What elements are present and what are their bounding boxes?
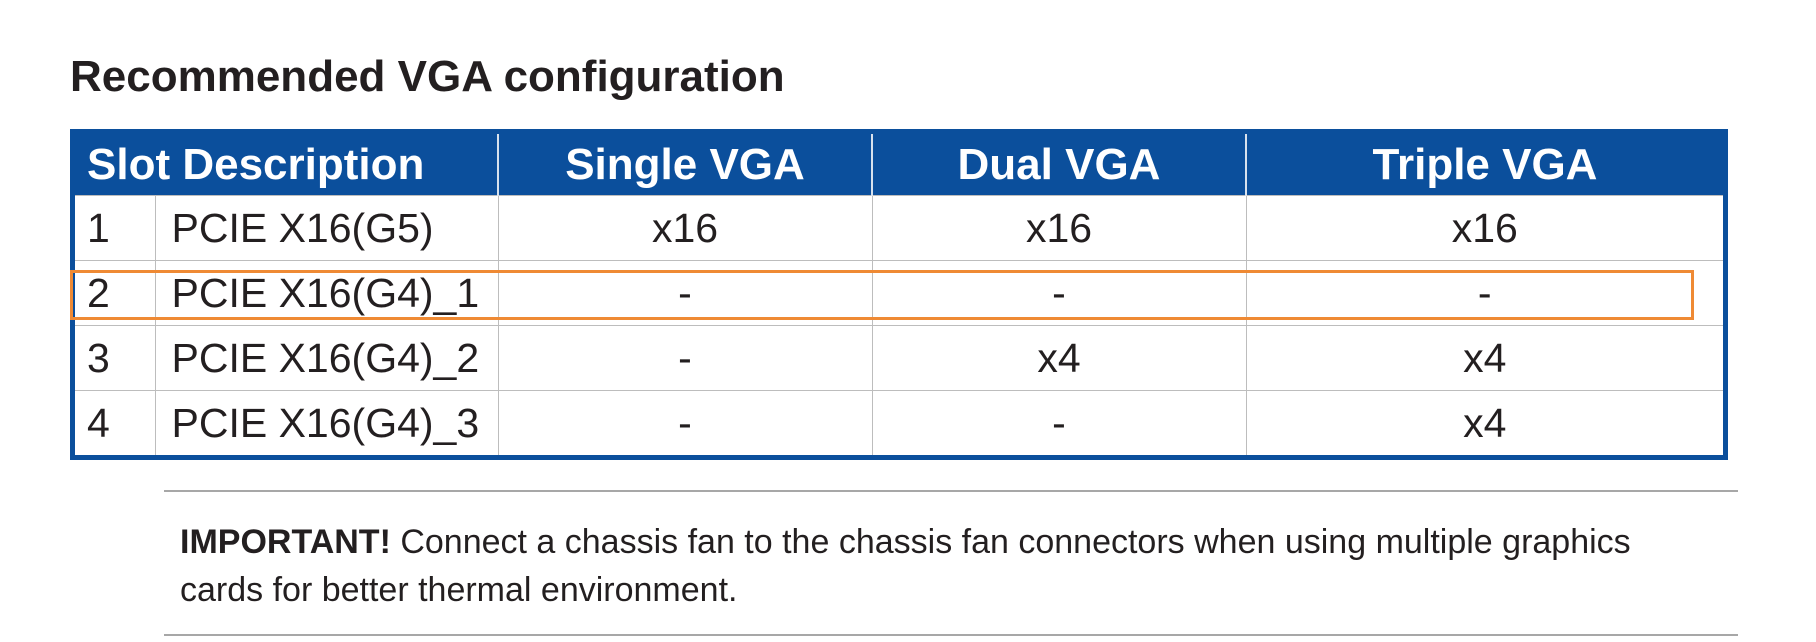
triple-vga-value: - bbox=[1245, 260, 1723, 326]
dual-vga-value: - bbox=[871, 390, 1246, 455]
triple-vga-value: x4 bbox=[1245, 390, 1723, 455]
important-text: Connect a chassis fan to the chassis fan… bbox=[180, 523, 1631, 609]
slot-number: 4 bbox=[75, 390, 155, 455]
vga-configuration-table: Slot Description Single VGA Dual VGA Tri… bbox=[70, 129, 1728, 460]
slot-description: PCIE X16(G5) bbox=[154, 195, 498, 261]
slot-number: 3 bbox=[75, 325, 155, 391]
triple-vga-value: x4 bbox=[1245, 325, 1723, 391]
single-vga-value: - bbox=[497, 260, 872, 326]
table-header-row: Slot Description Single VGA Dual VGA Tri… bbox=[75, 134, 1723, 196]
slot-description: PCIE X16(G4)_3 bbox=[154, 390, 498, 455]
table-row: 3 PCIE X16(G4)_2 - x4 x4 bbox=[75, 325, 1723, 391]
header-slot-description: Slot Description bbox=[75, 134, 498, 196]
single-vga-value: - bbox=[497, 390, 872, 455]
table-row: 1 PCIE X16(G5) x16 x16 x16 bbox=[75, 195, 1723, 261]
dual-vga-value: - bbox=[871, 260, 1246, 326]
single-vga-value: x16 bbox=[497, 195, 872, 261]
important-label: IMPORTANT! bbox=[180, 523, 391, 561]
slot-number: 1 bbox=[75, 195, 155, 261]
dual-vga-value: x16 bbox=[871, 195, 1246, 261]
note-divider-top bbox=[164, 490, 1738, 492]
dual-vga-value: x4 bbox=[871, 325, 1246, 391]
single-vga-value: - bbox=[497, 325, 872, 391]
page-title: Recommended VGA configuration bbox=[70, 52, 785, 101]
table-row: 4 PCIE X16(G4)_3 - - x4 bbox=[75, 390, 1723, 455]
slot-number: 2 bbox=[75, 260, 155, 326]
triple-vga-value: x16 bbox=[1245, 195, 1723, 261]
note-divider-bottom bbox=[164, 634, 1738, 636]
important-note: IMPORTANT! Connect a chassis fan to the … bbox=[180, 518, 1720, 614]
header-dual-vga: Dual VGA bbox=[871, 134, 1246, 196]
header-triple-vga: Triple VGA bbox=[1245, 134, 1723, 196]
header-single-vga: Single VGA bbox=[497, 134, 872, 196]
slot-description: PCIE X16(G4)_2 bbox=[154, 325, 498, 391]
table-row-highlighted: 2 PCIE X16(G4)_1 - - - bbox=[75, 260, 1723, 326]
slot-description: PCIE X16(G4)_1 bbox=[154, 260, 498, 326]
